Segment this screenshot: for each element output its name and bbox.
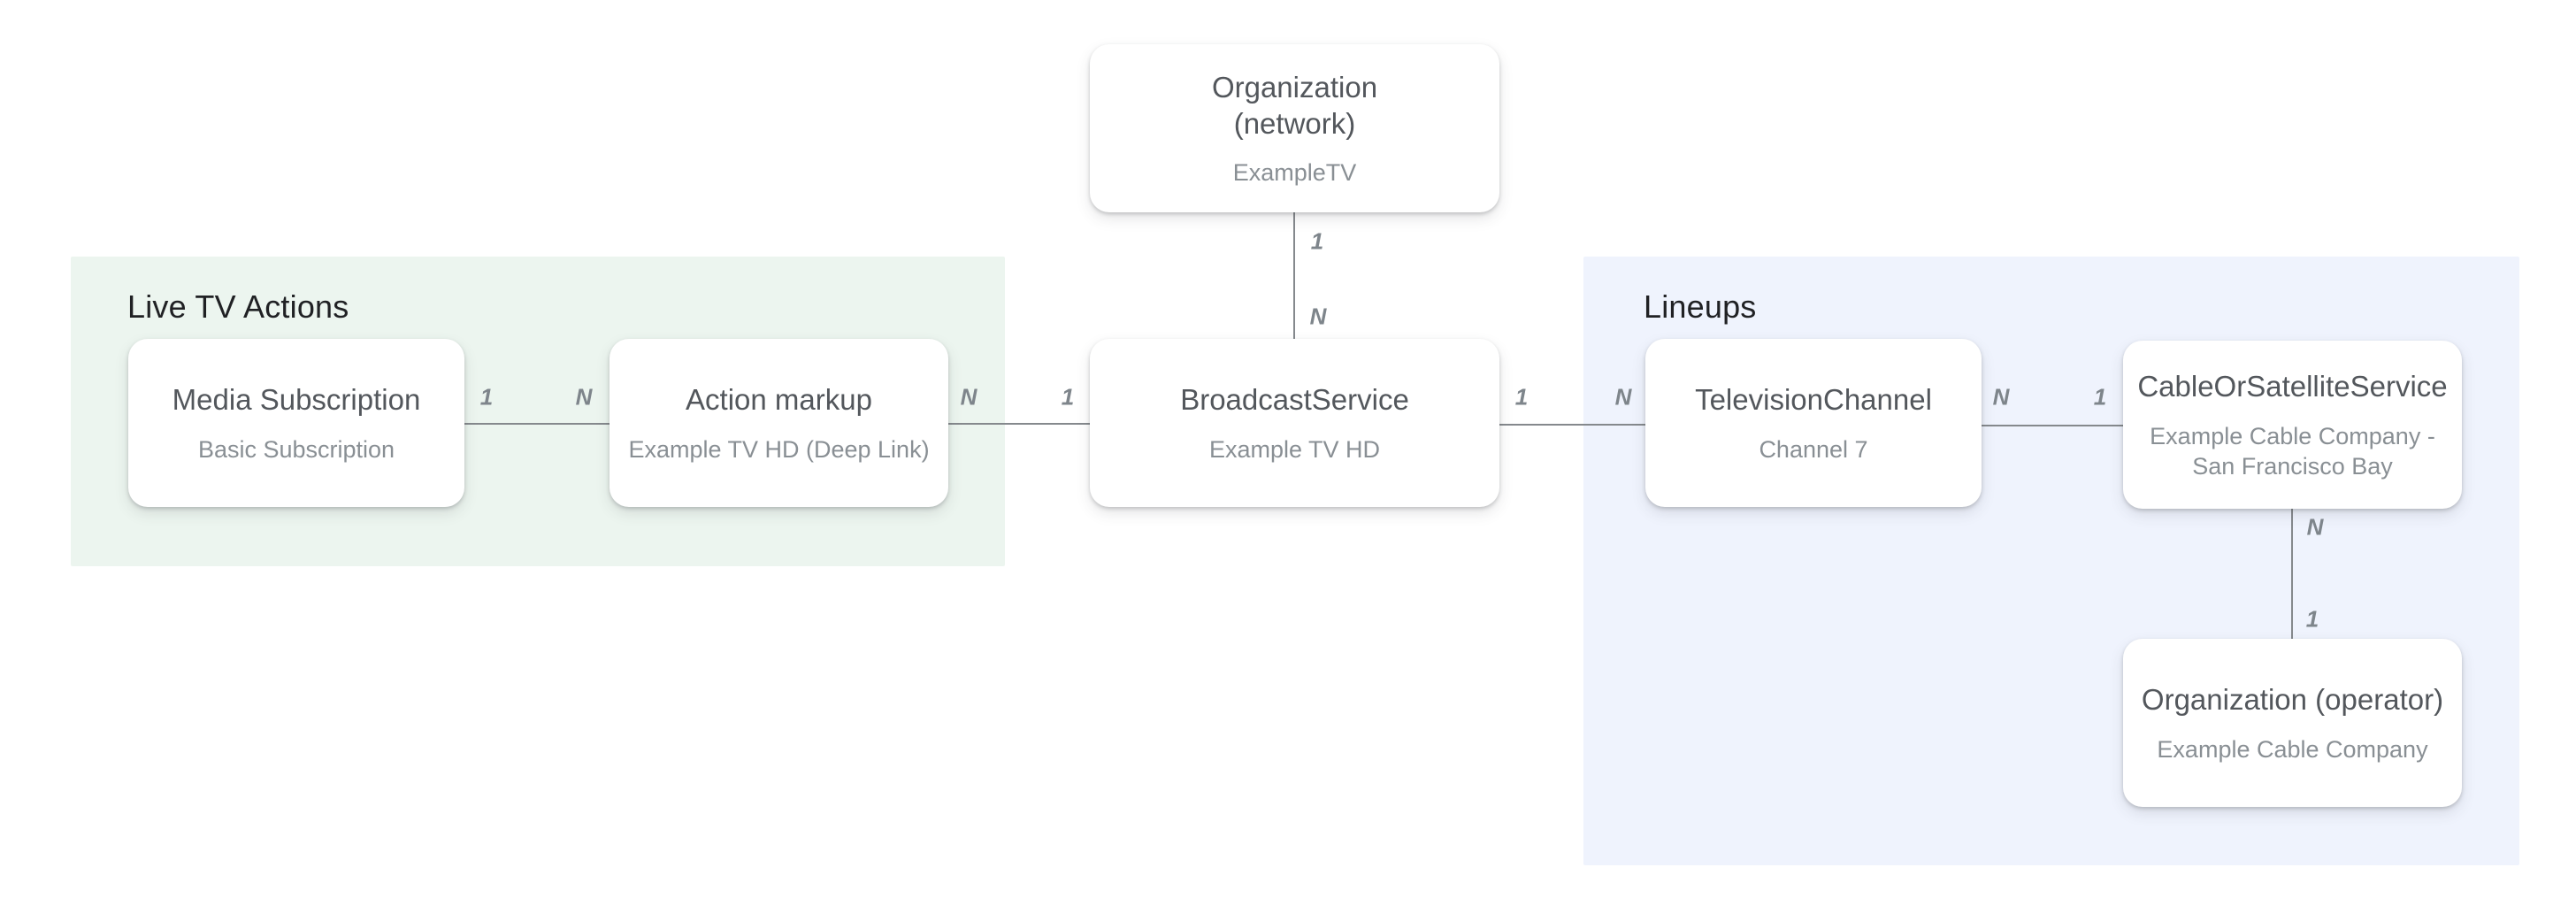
node-subtitle: Channel 7 — [1759, 435, 1868, 463]
cardinality-label: 1 — [1310, 227, 1324, 255]
node-subtitle: Example TV HD — [1208, 435, 1381, 463]
cardinality-label: N — [1614, 383, 1632, 411]
node-org-operator: Organization (operator) Example Cable Co… — [2123, 639, 2462, 807]
cardinality-label: N — [575, 383, 593, 411]
node-subtitle: Example Cable Company - San Francisco Ba… — [2150, 422, 2435, 480]
node-subtitle: Example TV HD (Deep Link) — [628, 435, 930, 463]
node-title: TelevisionChannel — [1695, 383, 1932, 417]
connector-org-network-broadcast-service — [1293, 212, 1295, 340]
node-title: Organization (network) — [1211, 70, 1378, 140]
node-title: CableOrSatelliteService — [2137, 370, 2448, 403]
cardinality-label: 1 — [2305, 605, 2319, 633]
connector-media-subscription-action-markup — [464, 423, 610, 425]
node-org-network: Organization (network) ExampleTV — [1090, 44, 1499, 212]
cardinality-label: 1 — [2093, 383, 2107, 411]
node-subtitle: Example Cable Company — [2157, 735, 2428, 763]
node-subtitle: ExampleTV — [1232, 159, 1357, 187]
connector-cable-service-org-operator — [2291, 509, 2293, 639]
cardinality-label: N — [2306, 513, 2324, 541]
node-title: BroadcastService — [1180, 383, 1409, 417]
connector-television-channel-cable-service — [1982, 425, 2123, 426]
node-broadcast-service: BroadcastService Example TV HD — [1090, 339, 1499, 507]
node-television-channel: TelevisionChannel Channel 7 — [1645, 339, 1982, 507]
node-subtitle: Basic Subscription — [197, 435, 395, 463]
node-action-markup: Action markup Example TV HD (Deep Link) — [610, 339, 948, 507]
cardinality-label: N — [960, 383, 978, 411]
node-title: Organization (operator) — [2141, 683, 2444, 717]
region-title-lineups: Lineups — [1644, 288, 1757, 325]
connector-broadcast-service-television-channel — [1499, 424, 1645, 426]
region-title-live-tv-actions: Live TV Actions — [127, 288, 349, 325]
cardinality-label: N — [1992, 383, 2010, 411]
node-cable-service: CableOrSatelliteService Example Cable Co… — [2123, 341, 2462, 509]
node-title: Media Subscription — [172, 383, 421, 417]
cardinality-label: 1 — [1061, 383, 1075, 411]
cardinality-label: 1 — [479, 383, 494, 411]
node-media-subscription: Media Subscription Basic Subscription — [128, 339, 464, 507]
cardinality-label: N — [1309, 303, 1327, 330]
node-title: Action markup — [686, 383, 872, 417]
connector-action-markup-broadcast-service — [948, 423, 1090, 425]
cardinality-label: 1 — [1514, 383, 1529, 411]
